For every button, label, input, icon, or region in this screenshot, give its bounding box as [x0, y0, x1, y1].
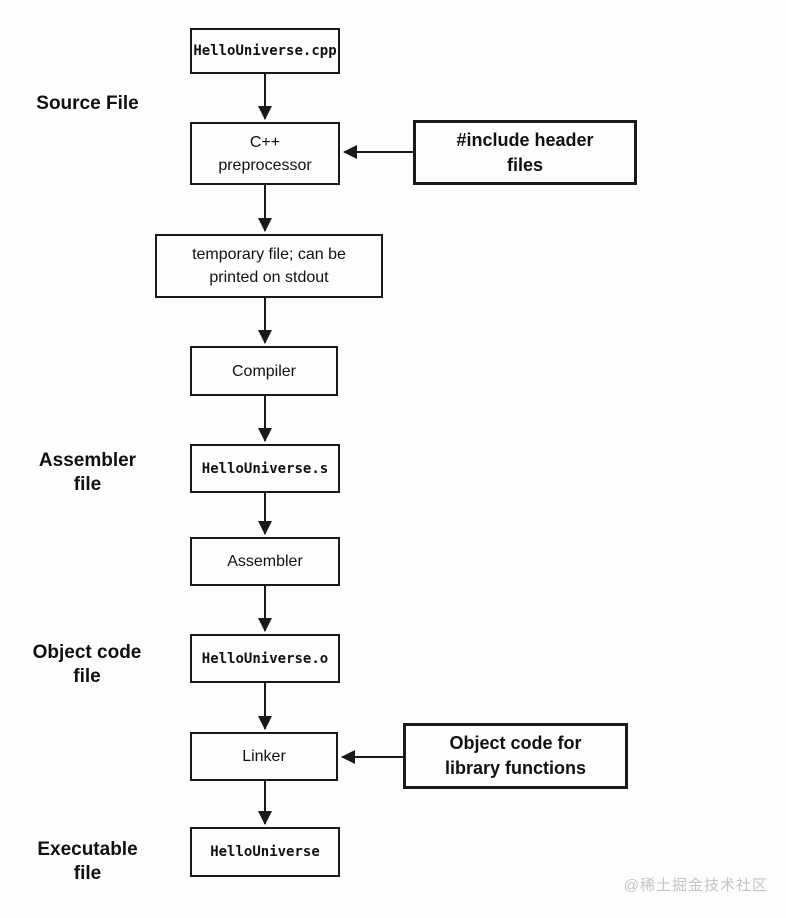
node-object-file: HelloUniverse.o [190, 634, 340, 683]
node-executable: HelloUniverse [190, 827, 340, 877]
node-source-code-file: HelloUniverse.cpp [190, 28, 340, 74]
stage-label-executable-file: Executable file [37, 839, 138, 884]
node-library-object-code: Object code for library functions [403, 723, 628, 789]
stage-label-source-file: Source File [36, 93, 139, 114]
node-linker: Linker [190, 732, 338, 781]
node-include-headers: #include header files [413, 120, 637, 185]
node-temporary-file: temporary file; can be printed on stdout [155, 234, 383, 298]
node-compiler: Compiler [190, 346, 338, 396]
node-preprocessor: C++ preprocessor [190, 122, 340, 185]
node-assembly-file: HelloUniverse.s [190, 444, 340, 493]
watermark-text: @稀土掘金技术社区 [623, 877, 768, 894]
node-assembler: Assembler [190, 537, 340, 586]
stage-label-assembler-file: Assembler file [38, 450, 137, 495]
stage-label-object-code-file: Object code file [32, 642, 142, 687]
